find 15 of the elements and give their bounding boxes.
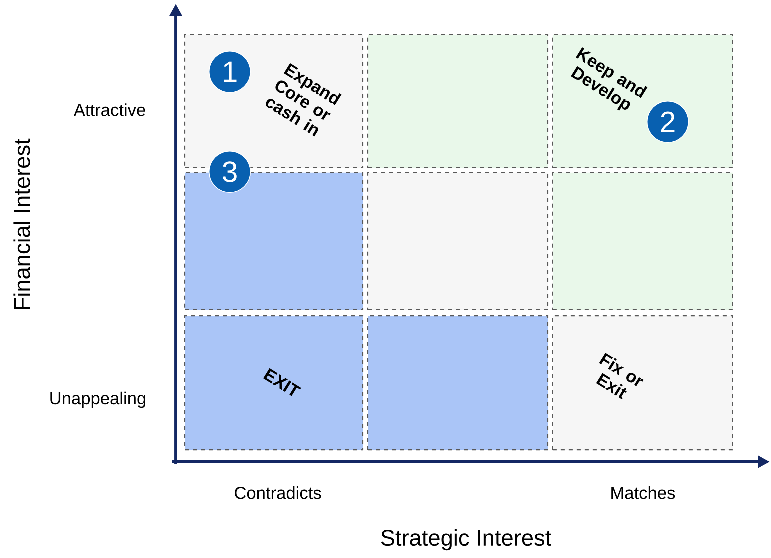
number-badge: 2 xyxy=(646,100,690,144)
empty-cell xyxy=(367,34,549,169)
empty-cell xyxy=(367,172,549,311)
number-badge: 1 xyxy=(208,50,252,94)
empty-cell xyxy=(552,172,734,311)
axis-label: Contradicts xyxy=(235,486,322,500)
axis-title: Financial Interest xyxy=(14,138,30,310)
number-badge: 3 xyxy=(208,150,252,194)
axis-label: Matches xyxy=(612,486,676,500)
axis-label: Unappealing xyxy=(50,392,146,408)
matrix-cell: EXIT xyxy=(184,316,364,451)
empty-cell xyxy=(367,316,549,451)
axis-label: Attractive xyxy=(74,104,146,116)
axis-title: Strategic Interest xyxy=(381,529,552,551)
matrix-cell: Fix or Exit xyxy=(552,316,734,451)
